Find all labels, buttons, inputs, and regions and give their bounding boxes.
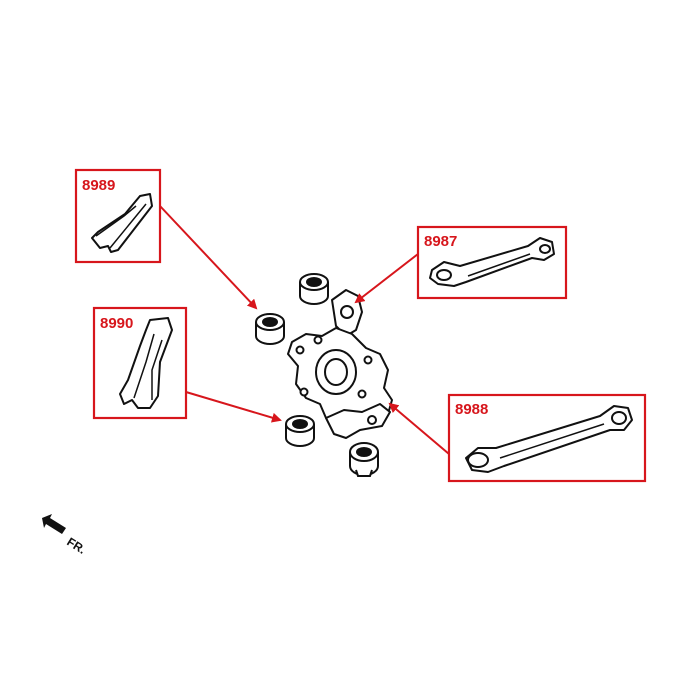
part-8987-icon bbox=[429, 237, 555, 287]
callout-8990[interactable]: 8990 bbox=[92, 306, 188, 420]
bushing-upper bbox=[299, 273, 329, 305]
bushing-8989 bbox=[255, 313, 285, 345]
front-arrow-icon bbox=[42, 514, 66, 534]
part-number-8987: 8987 bbox=[424, 233, 457, 250]
part-number-8988: 8988 bbox=[455, 401, 488, 418]
part-8988-icon bbox=[465, 405, 633, 473]
part-number-8990: 8990 bbox=[100, 315, 133, 332]
front-label: FR. bbox=[64, 535, 88, 557]
bushing-lower bbox=[349, 442, 379, 477]
leader-lines bbox=[159, 205, 450, 455]
leader-arrow-8987 bbox=[354, 253, 419, 304]
leader-arrow-8989 bbox=[159, 205, 258, 310]
bushing-8990 bbox=[285, 415, 315, 447]
knuckle-lower-bracket bbox=[325, 403, 391, 439]
knuckle-assembly bbox=[287, 289, 393, 439]
part-8989-icon bbox=[91, 193, 153, 253]
part-number-8989: 8989 bbox=[82, 177, 115, 194]
part-8990-icon bbox=[119, 317, 173, 409]
callout-8989[interactable]: 8989 bbox=[74, 168, 162, 264]
front-direction-indicator: FR. bbox=[42, 514, 88, 557]
callout-8987[interactable]: 8987 bbox=[416, 225, 568, 300]
leader-arrow-8988 bbox=[388, 402, 450, 455]
leader-arrow-8990 bbox=[185, 391, 282, 423]
callout-8988[interactable]: 8988 bbox=[447, 393, 647, 483]
